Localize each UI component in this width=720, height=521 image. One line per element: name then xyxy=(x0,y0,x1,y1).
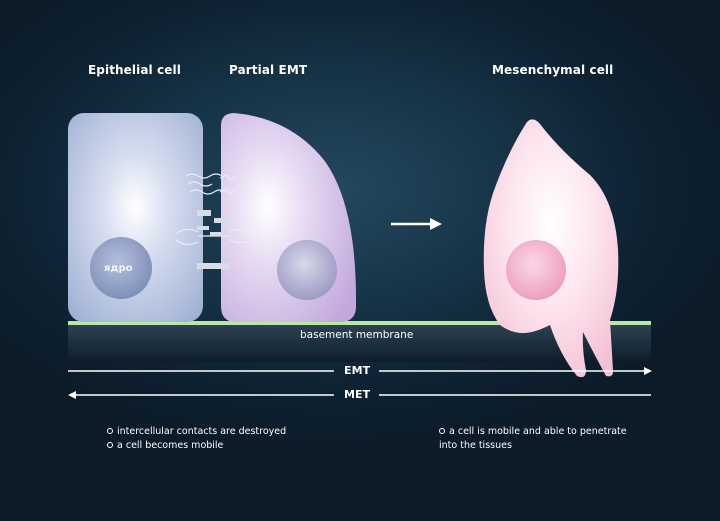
junction-blocks xyxy=(197,210,230,269)
epithelial-cell-title: Epithelial cell xyxy=(88,63,181,77)
nucleus-label: ядро xyxy=(104,263,133,274)
met-label: MET xyxy=(344,388,371,401)
note-left-item: a cell becomes mobile xyxy=(107,439,286,453)
emt-arrow xyxy=(68,367,652,375)
note-left-item: intercellular contacts are destroyed xyxy=(107,425,286,439)
basement-membrane-line xyxy=(68,321,651,325)
emt-label: EMT xyxy=(344,364,371,377)
notes-left: intercellular contacts are destroyed a c… xyxy=(107,425,286,453)
note-right-item: into the tissues xyxy=(439,440,512,451)
bullet-icon xyxy=(439,427,445,434)
cell-junctions xyxy=(175,173,255,246)
bullet-icon xyxy=(107,441,113,448)
transition-arrow xyxy=(391,218,442,230)
partial-emt-title: Partial EMT xyxy=(229,63,308,77)
epithelial-nucleus xyxy=(90,237,152,299)
basement-membrane-label: basement membrane xyxy=(300,329,414,341)
mesenchymal-nucleus xyxy=(506,240,566,300)
mesenchymal-cell-title: Mesenchymal cell xyxy=(492,63,614,77)
notes-right: a cell is mobile and able to penetrate i… xyxy=(439,425,627,453)
note-right-item: a cell is mobile and able to penetrate xyxy=(439,425,627,439)
met-arrow xyxy=(68,391,651,399)
bullet-icon xyxy=(107,427,113,434)
partial-emt-nucleus xyxy=(277,240,337,300)
